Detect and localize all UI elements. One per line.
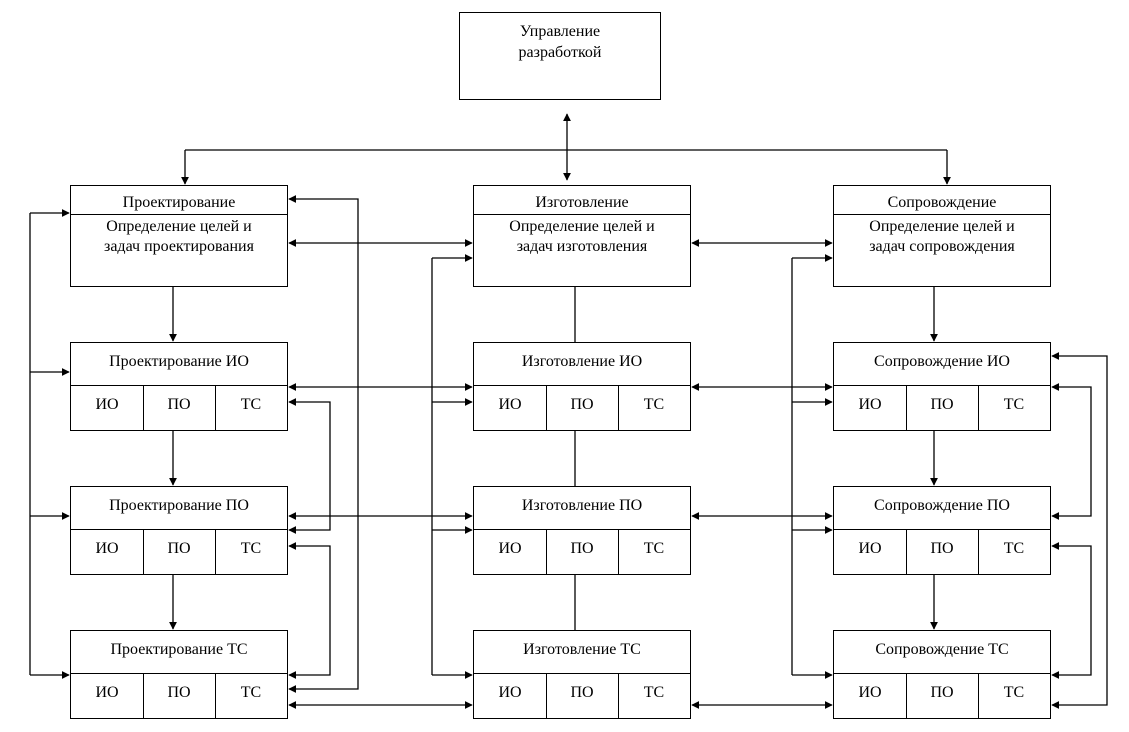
manufacturing-head-line2: задач изготовления (516, 238, 648, 255)
design-io-sep1 (143, 385, 144, 431)
design-po-divider (71, 529, 287, 530)
maintenance-po-ts-loop (1051, 542, 1092, 679)
maintenance-po-cell-ts: ТС (1003, 540, 1025, 557)
maintenance-io-sep1 (906, 385, 907, 431)
design-ts-box: Проектирование ТС ИО ПО ТС (70, 630, 288, 719)
manufacturing-po-divider (474, 529, 690, 530)
manufacturing-ts-sep1 (546, 673, 547, 719)
manufacturing-io-cell-po: ПО (570, 396, 594, 413)
manufacturing-ts-cell-ts: ТС (643, 684, 665, 701)
design-ts-sep1 (143, 673, 144, 719)
maintenance-io-title: Сопровождение ИО (874, 353, 1010, 370)
maintenance-head-box: Сопровождение Определение целей и задач … (833, 185, 1051, 287)
design-po-cell-io: ИО (95, 540, 119, 557)
maintenance-io-sep2 (978, 385, 979, 431)
maintenance-ts-sep1 (906, 673, 907, 719)
design-ts-cell-io: ИО (95, 684, 119, 701)
maintenance-ts-box: Сопровождение ТС ИО ПО ТС (833, 630, 1051, 719)
maintenance-head-divider (834, 214, 1050, 215)
manufacturing-po-sep2 (618, 529, 619, 575)
manufacturing-io-sep1 (546, 385, 547, 431)
design-po-title: Проектирование ПО (109, 497, 249, 514)
design-io-cell-ts: ТС (240, 396, 262, 413)
manufacturing-po-title: Изготовление ПО (521, 497, 643, 514)
design-ts-cell-po: ПО (167, 684, 191, 701)
maintenance-io-divider (834, 385, 1050, 386)
manufacturing-po-cell-po: ПО (570, 540, 594, 557)
design-ts-cell-ts: ТС (240, 684, 262, 701)
design-io-box: Проектирование ИО ИО ПО ТС (70, 342, 288, 431)
manufacturing-po-box: Изготовление ПО ИО ПО ТС (473, 486, 691, 575)
design-po-ts-loop (288, 542, 331, 679)
manufacturing-head-box: Изготовление Определение целей и задач и… (473, 185, 691, 287)
design-ts-divider (71, 673, 287, 674)
design-po-box: Проектирование ПО ИО ПО ТС (70, 486, 288, 575)
maintenance-ts-cell-po: ПО (930, 684, 954, 701)
manufacturing-po-sep1 (546, 529, 547, 575)
manufacturing-ts-divider (474, 673, 690, 674)
maintenance-po-box: Сопровождение ПО ИО ПО ТС (833, 486, 1051, 575)
maintenance-po-sep1 (906, 529, 907, 575)
design-io-title: Проектирование ИО (109, 353, 249, 370)
design-ts-sep2 (215, 673, 216, 719)
maintenance-io-box: Сопровождение ИО ИО ПО ТС (833, 342, 1051, 431)
maintenance-po-cell-po: ПО (930, 540, 954, 557)
maintenance-head-line1: Определение целей и (869, 218, 1015, 235)
maintenance-head-line2: задач сопровождения (869, 238, 1015, 255)
maintenance-io-ts-outer-loop (1051, 352, 1108, 709)
design-head-box: Проектирование Определение целей и задач… (70, 185, 288, 287)
design-po-cell-ts: ТС (240, 540, 262, 557)
design-head-line1: Определение целей и (106, 218, 252, 235)
manufacturing-po-cell-io: ИО (498, 540, 522, 557)
manufacturing-ts-sep2 (618, 673, 619, 719)
design-io-cell-io: ИО (95, 396, 119, 413)
maintenance-po-sep2 (978, 529, 979, 575)
manufacturing-ts-cell-po: ПО (570, 684, 594, 701)
maintenance-head-title: Сопровождение (887, 194, 997, 211)
design-head-title: Проектирование (122, 194, 236, 211)
design-head-line2: задач проектирования (104, 238, 254, 255)
management-title-line1: Управление (519, 23, 601, 40)
management-box: Управление разработкой (459, 12, 661, 100)
maintenance-io-cell-ts: ТС (1003, 396, 1025, 413)
design-po-sep1 (143, 529, 144, 575)
maintenance-po-divider (834, 529, 1050, 530)
maintenance-ts-title: Сопровождение ТС (875, 641, 1009, 658)
manufacturing-ts-cell-io: ИО (498, 684, 522, 701)
maintenance-ts-sep2 (978, 673, 979, 719)
manufacturing-head-line1: Определение целей и (509, 218, 655, 235)
manufacturing-head-title: Изготовление (535, 194, 629, 211)
manufacturing-head-divider (474, 214, 690, 215)
manufacturing-po-cell-ts: ТС (643, 540, 665, 557)
maintenance-ts-cell-io: ИО (858, 684, 882, 701)
manufacturing-ts-box: Изготовление ТС ИО ПО ТС (473, 630, 691, 719)
design-ts-to-head-loop (288, 195, 359, 693)
manufacturing-io-cell-ts: ТС (643, 396, 665, 413)
maintenance-ts-cell-ts: ТС (1003, 684, 1025, 701)
design-po-cell-po: ПО (167, 540, 191, 557)
design-head-divider (71, 214, 287, 215)
manufacturing-ts-title: Изготовление ТС (523, 641, 641, 658)
design-ts-title: Проектирование ТС (110, 641, 248, 658)
maintenance-io-cell-io: ИО (858, 396, 882, 413)
design-io-divider (71, 385, 287, 386)
design-io-ts-loop (288, 398, 331, 534)
maintenance-io-cell-po: ПО (930, 396, 954, 413)
design-io-cell-po: ПО (167, 396, 191, 413)
design-po-sep2 (215, 529, 216, 575)
manufacturing-io-title: Изготовление ИО (521, 353, 643, 370)
manufacturing-io-sep2 (618, 385, 619, 431)
maintenance-po-title: Сопровождение ПО (874, 497, 1010, 514)
manufacturing-io-box: Изготовление ИО ИО ПО ТС (473, 342, 691, 431)
manufacturing-io-divider (474, 385, 690, 386)
maintenance-io-po-loop (1051, 383, 1092, 520)
maintenance-ts-divider (834, 673, 1050, 674)
management-title-line2: разработкой (518, 44, 602, 61)
maintenance-po-cell-io: ИО (858, 540, 882, 557)
manufacturing-io-cell-io: ИО (498, 396, 522, 413)
design-io-sep2 (215, 385, 216, 431)
